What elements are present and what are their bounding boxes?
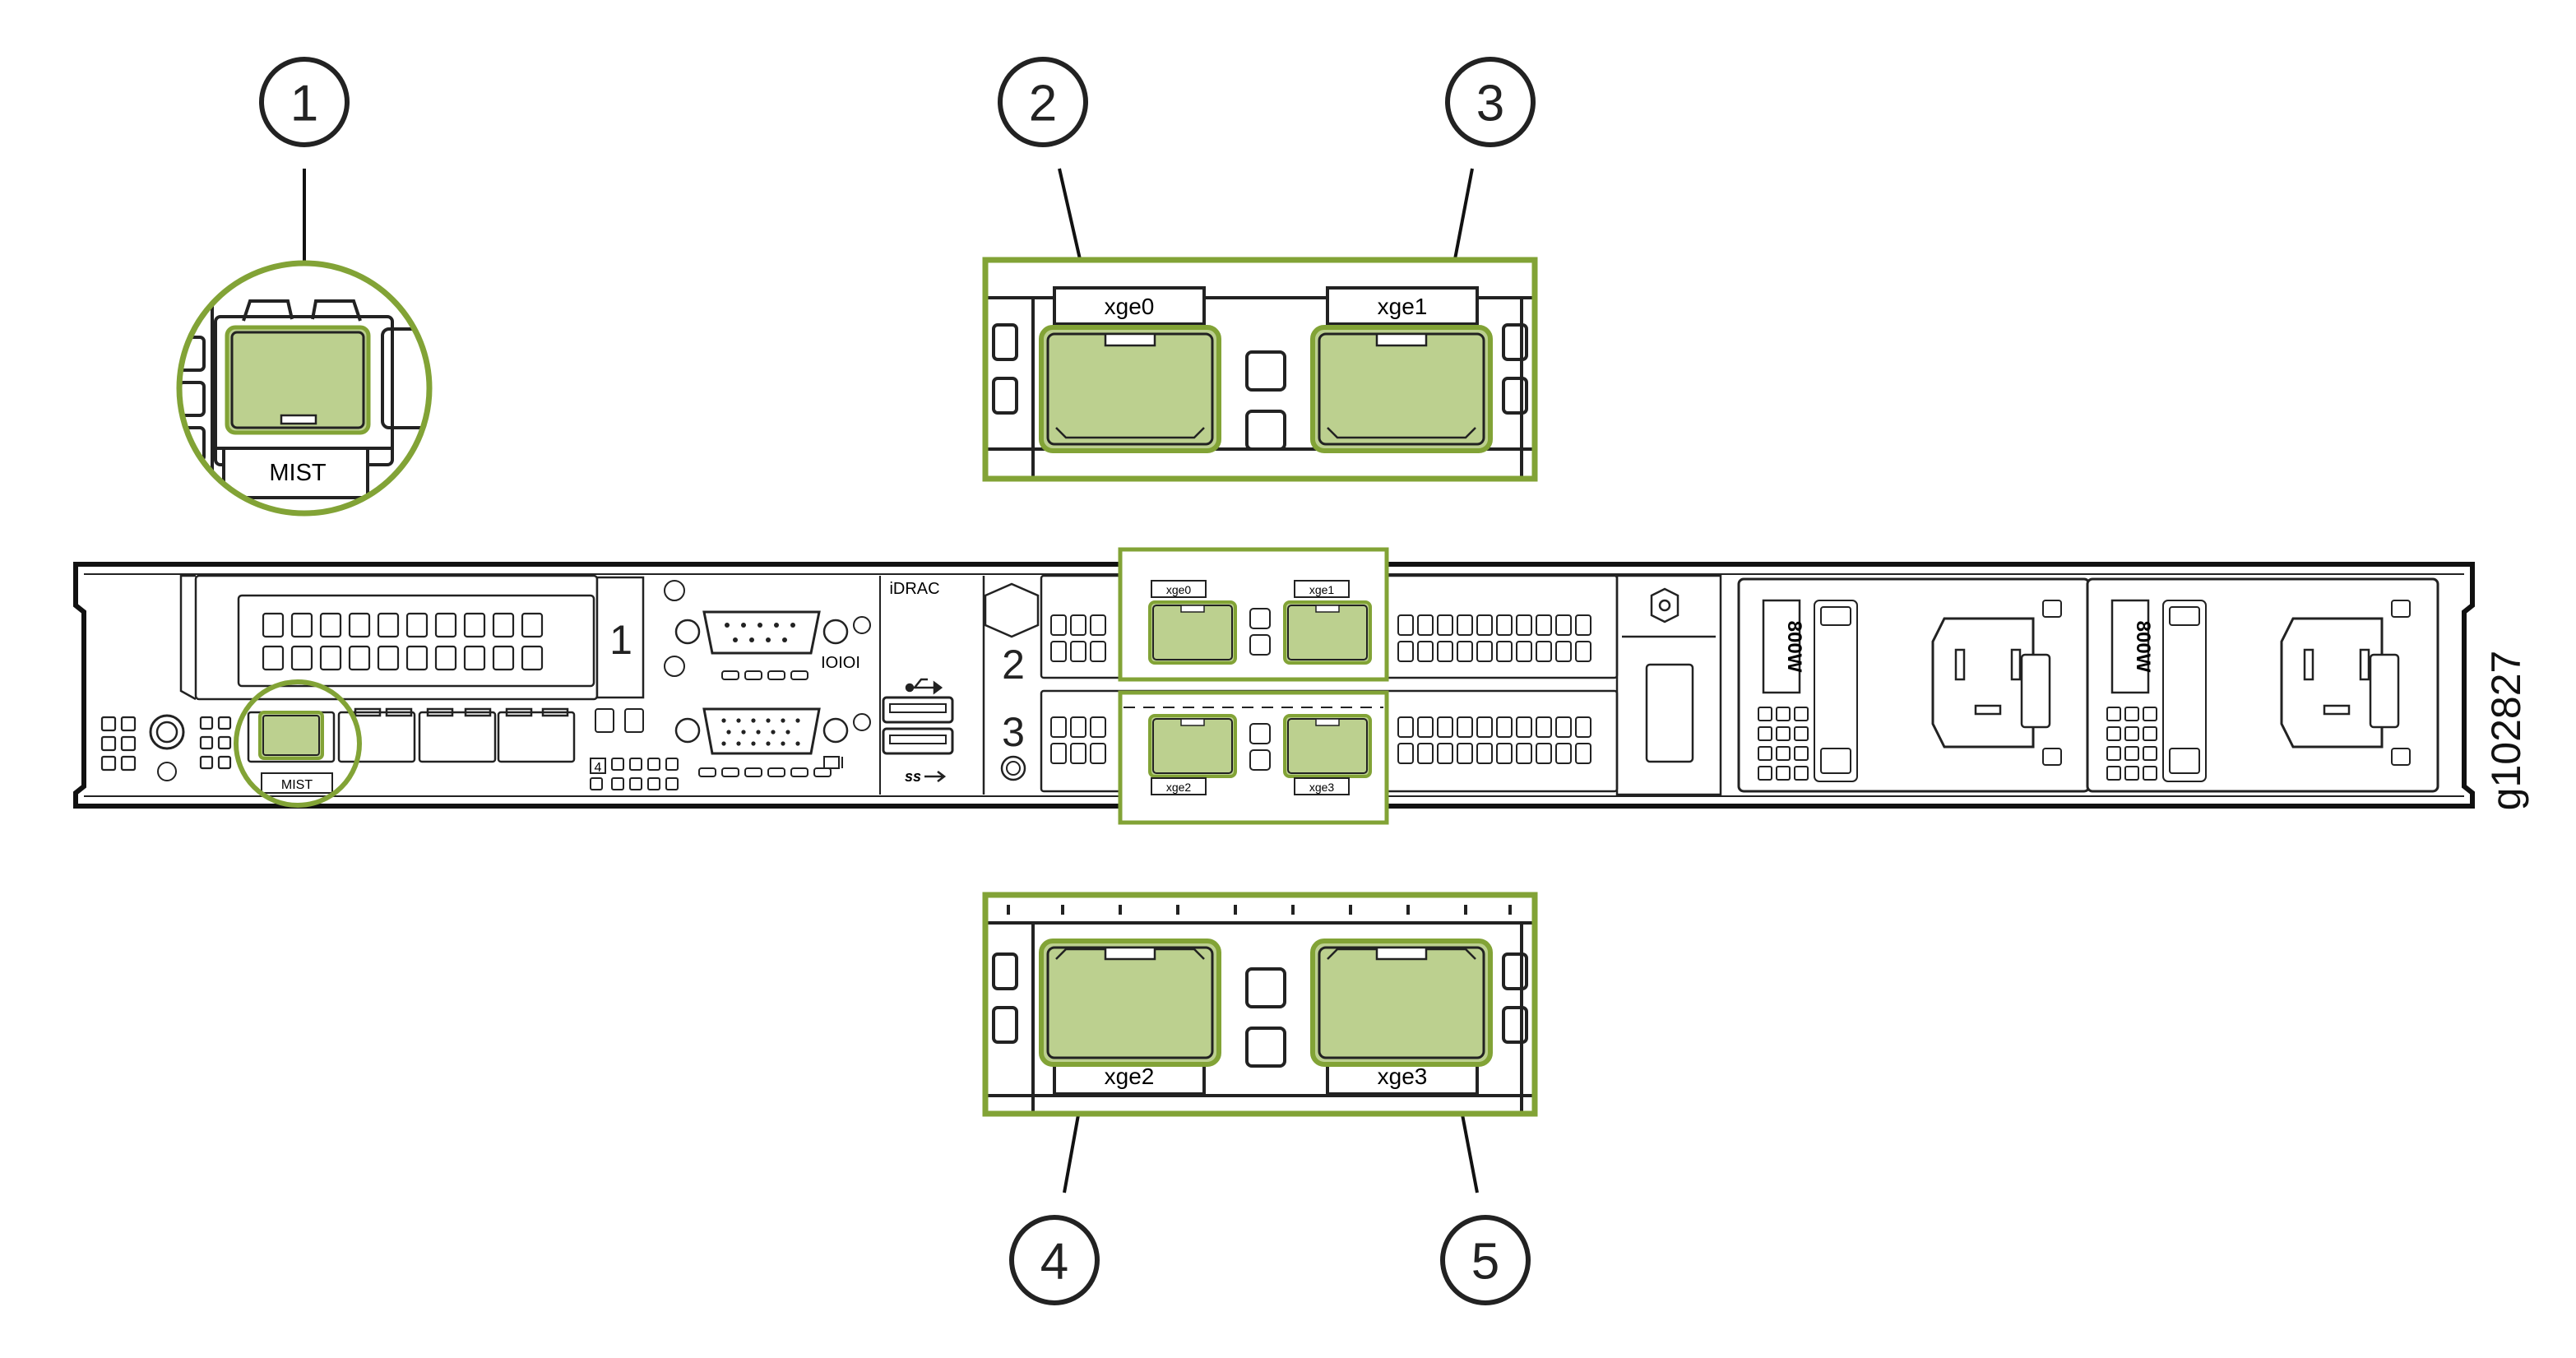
xge2-xge3-highlight: xge2 xge3 <box>1118 690 1389 825</box>
usb-port-1[interactable] <box>882 696 954 724</box>
psu-2-rating: 800W <box>2132 621 2154 673</box>
psu-1: 800W <box>1737 577 2091 793</box>
blank-bay <box>1615 574 1722 796</box>
vga-port[interactable] <box>674 707 849 755</box>
xge0-port[interactable] <box>1148 600 1237 665</box>
xge1-label: xge1 <box>1378 294 1428 319</box>
xge3-port[interactable] <box>1283 714 1372 778</box>
xge1-port[interactable] <box>1283 600 1372 665</box>
callout-number: 1 <box>290 76 318 132</box>
serial-symbol: IOIOI <box>821 654 860 672</box>
xge0-xge1-highlight: xge0 xge1 <box>1118 547 1389 682</box>
callout-3: 3 <box>1436 57 1536 350</box>
riser-screw <box>984 582 1040 638</box>
xge2-label-small: xge2 <box>1166 781 1192 794</box>
usb-ss-label: ss <box>905 768 921 785</box>
idrac-label: iDRAC <box>889 580 939 598</box>
xge3-label-small: xge3 <box>1309 781 1335 794</box>
usb-icon <box>905 678 943 695</box>
xge2-port-zoom <box>1039 939 1221 1067</box>
serial-port[interactable] <box>674 610 849 655</box>
usb-ss-icon <box>924 771 947 782</box>
callout-4: 4 <box>1009 1027 1100 1305</box>
callout-1: 1 <box>259 57 350 350</box>
mist-highlight-ring <box>234 679 362 808</box>
slot-4-marker: 4 <box>590 758 606 775</box>
callout-number: 2 <box>1029 76 1057 132</box>
lock-icon <box>157 762 177 781</box>
xge2-label: xge2 <box>1105 1064 1155 1089</box>
chassis-rear-panel: 1 <box>73 547 2475 825</box>
figure-id: g102827 <box>2483 651 2529 811</box>
xge0-port-zoom <box>1039 325 1221 453</box>
psu-2-power-inlet[interactable] <box>2280 617 2384 749</box>
bottom-zoom-inset: xge2 xge3 <box>982 892 1538 1117</box>
xge3-port-zoom <box>1310 939 1493 1067</box>
svg-text:4: 4 <box>595 761 602 775</box>
mist-port[interactable] <box>258 711 324 760</box>
callout-number: 4 <box>1040 1234 1068 1291</box>
xge0-label-small: xge0 <box>1166 583 1192 596</box>
mist-zoom-inset: MIST <box>176 260 433 517</box>
monitor-icon <box>823 756 843 769</box>
mid-vent-grid <box>590 708 679 790</box>
xge1-port-zoom <box>1310 325 1493 453</box>
callout-number: 3 <box>1476 76 1504 132</box>
psu-1-rating: 800W <box>1783 621 1805 673</box>
left-vent-grid <box>100 716 232 772</box>
callout-number: 5 <box>1471 1234 1499 1291</box>
xge2-port[interactable] <box>1148 714 1237 778</box>
status-led-row <box>664 580 871 777</box>
xge0-label: xge0 <box>1105 294 1155 319</box>
slot-number-2: 2 <box>1002 642 1025 688</box>
top-zoom-inset: xge0 xge1 <box>982 257 1538 482</box>
power-button[interactable] <box>149 714 185 750</box>
slot-number-1: 1 <box>609 617 632 663</box>
mist-port-zoom <box>225 325 371 435</box>
riser-vent-grid <box>1050 614 1591 764</box>
usb-port-2[interactable] <box>882 727 954 755</box>
pcie-vent-grid <box>262 612 544 671</box>
xge1-label-small: xge1 <box>1309 583 1335 596</box>
xge3-label: xge3 <box>1378 1064 1428 1089</box>
slot-number-3: 3 <box>1002 709 1025 755</box>
mist-label-small: MIST <box>281 778 313 792</box>
psu-2: 800W <box>2086 577 2439 793</box>
psu-1-power-inlet[interactable] <box>1931 617 2035 749</box>
mist-label: MIST <box>269 460 327 486</box>
callout-5: 5 <box>1440 1027 1531 1305</box>
